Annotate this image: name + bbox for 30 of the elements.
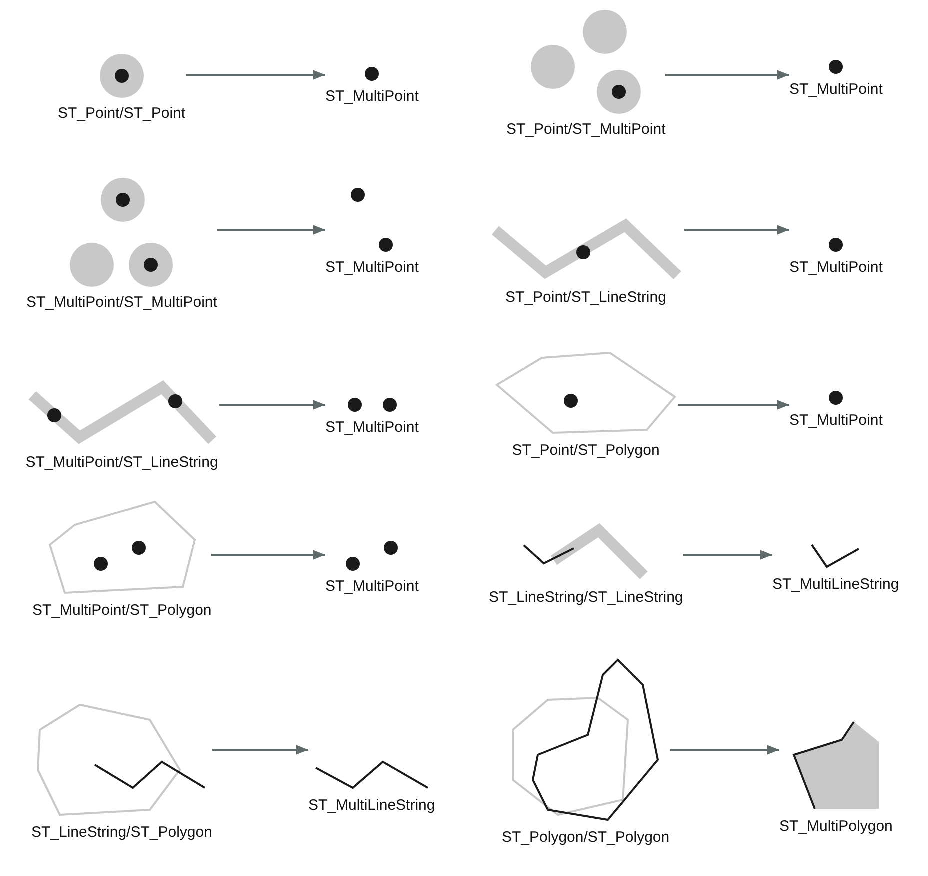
geometry-label: ST_MultiPoint bbox=[326, 259, 419, 276]
geometry-label: ST_Point/ST_LineString bbox=[506, 288, 666, 306]
geometry-label: ST_MultiPoint bbox=[790, 81, 883, 98]
arrow bbox=[678, 400, 790, 410]
geometry-label: ST_Point/ST_Polygon bbox=[512, 442, 660, 459]
geometry-label: ST_LineString/ST_LineString bbox=[489, 588, 684, 606]
geometry-label: ST_MultiLineString bbox=[772, 576, 900, 593]
geometry-label: ST_MultiPoint bbox=[790, 259, 883, 276]
geometry-label: ST_MultiPoint/ST_MultiPoint bbox=[26, 294, 218, 311]
arrow bbox=[670, 745, 780, 755]
arrow bbox=[666, 70, 790, 80]
arrow bbox=[684, 225, 790, 235]
arrow bbox=[218, 225, 326, 235]
arrow bbox=[212, 550, 326, 560]
geometry-label: ST_MultiLineString bbox=[308, 797, 436, 814]
geometry-label: ST_MultiPoint bbox=[326, 419, 419, 436]
geometry-label: ST_Polygon/ST_Polygon bbox=[502, 829, 670, 846]
arrow bbox=[212, 745, 308, 755]
arrow bbox=[186, 70, 326, 80]
geometry-label: ST_MultiPolygon bbox=[780, 818, 893, 835]
geometry-label: ST_MultiPoint/ST_Polygon bbox=[32, 602, 212, 619]
arrow bbox=[683, 550, 772, 560]
geometry-label: ST_Point/ST_Point bbox=[58, 105, 186, 122]
geometry-label: ST_MultiPoint bbox=[790, 412, 883, 429]
geometry-label: ST_MultiPoint bbox=[326, 578, 419, 595]
geometry-label: ST_MultiPoint/ST_LineString bbox=[26, 454, 218, 470]
geometry-label: ST_LineString/ST_Polygon bbox=[32, 824, 212, 841]
arrow bbox=[220, 400, 326, 410]
geometry-label: ST_MultiPoint bbox=[326, 88, 419, 105]
geometry-label: ST_Point/ST_MultiPoint bbox=[506, 121, 666, 138]
